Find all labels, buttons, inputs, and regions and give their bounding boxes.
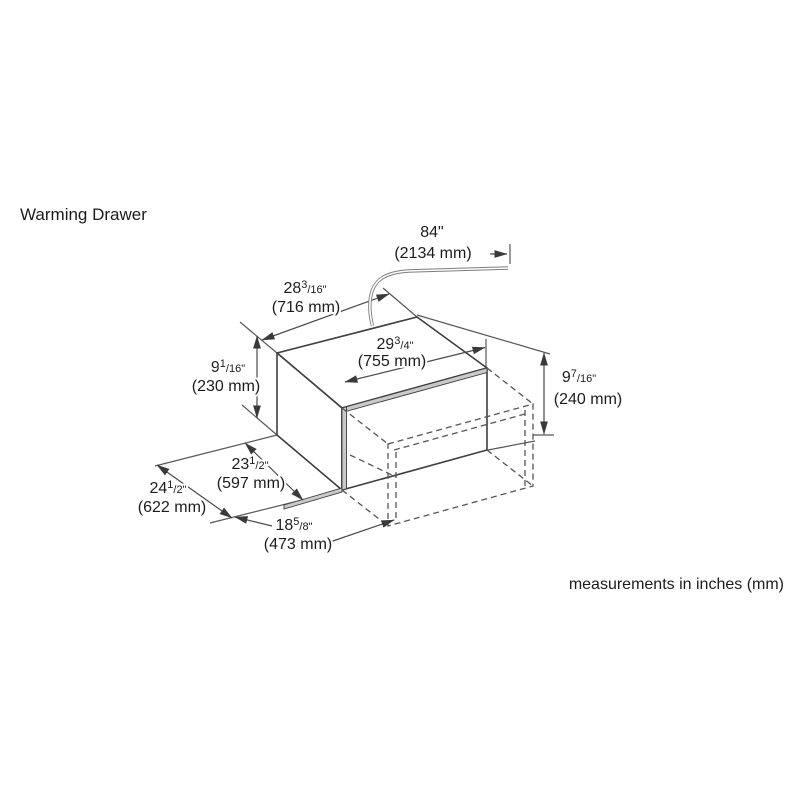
page-title: Warming Drawer (20, 205, 147, 224)
dim-label-cord: 84" (2134 mm) (392, 222, 473, 264)
dim-line-back-width (261, 293, 390, 341)
dim-line-depth-outer (156, 464, 233, 519)
pullout-projection-bottom-right (486, 449, 534, 487)
dim-line-pullout-left (234, 516, 273, 527)
units-footnote: measurements in inches (mm) (569, 576, 784, 593)
dim-depth-outer-inches: 241/2" (149, 479, 186, 497)
power-cord-core (369, 267, 509, 327)
ext-line-bottom-left (241, 404, 278, 436)
dim-line-front-width (344, 346, 486, 383)
dim-cord-inches: 84" (420, 224, 443, 241)
ext-line-top-left (239, 321, 278, 354)
ext-line-back-right (382, 287, 418, 318)
front-left-edge-trim (341, 406, 347, 491)
dim-label-back-width: 283/16" (716 mm) (270, 277, 342, 318)
dim-pullout-inches: 185/8" (275, 516, 312, 534)
dim-depth-outer-mm: (622 mm) (138, 499, 206, 516)
floor-front-edge-trim (283, 487, 343, 510)
floor-right-stub (487, 440, 536, 451)
dim-height-left-inches: 91/16" (211, 358, 245, 376)
dim-label-height-right: 97/16" (240 mm) (552, 366, 624, 410)
dim-depth-inner-inches: 231/2" (231, 455, 268, 473)
dim-pullout-mm: (473 mm) (264, 536, 332, 553)
drawer-body-slide-line (349, 454, 397, 478)
panel-inner-top-edge (393, 413, 526, 451)
dim-back-width-mm: (716 mm) (272, 299, 340, 316)
dim-label-depth-inner: 231/2" (597 mm) (215, 453, 287, 494)
dim-cord-mm: (2134 mm) (394, 245, 471, 262)
dim-front-width-inches: 293/4" (376, 335, 413, 353)
dim-label-pullout: 185/8" (473 mm) (262, 514, 334, 555)
pulled-out-drawer-dashed (341, 367, 534, 527)
dim-label-depth-outer: 241/2" (622 mm) (136, 477, 208, 518)
dimension-lines (156, 250, 548, 543)
ext-line-right-top (416, 314, 551, 355)
dim-height-right-mm: (240 mm) (554, 391, 622, 408)
dim-line-pullout-right (329, 519, 395, 543)
floor-back-line (154, 434, 278, 467)
dim-label-front-width: 293/4" (755 mm) (356, 333, 428, 372)
power-cord-outer (368, 266, 509, 327)
dim-back-width-inches: 283/16" (283, 279, 326, 297)
pullout-projection-top-right (486, 367, 534, 405)
dim-height-right-inches: 97/16" (562, 368, 596, 386)
dim-label-height-left: 91/16" (230 mm) (190, 356, 262, 397)
power-cord (368, 266, 509, 327)
dim-depth-inner-mm: (597 mm) (217, 475, 285, 492)
dim-height-left-mm: (230 mm) (192, 378, 260, 395)
dim-line-depth-inner (244, 442, 304, 501)
dim-front-width-mm: (755 mm) (358, 353, 426, 370)
drawer-front-panel-outline (387, 403, 534, 527)
pullout-projection-bottom-left (341, 489, 389, 527)
